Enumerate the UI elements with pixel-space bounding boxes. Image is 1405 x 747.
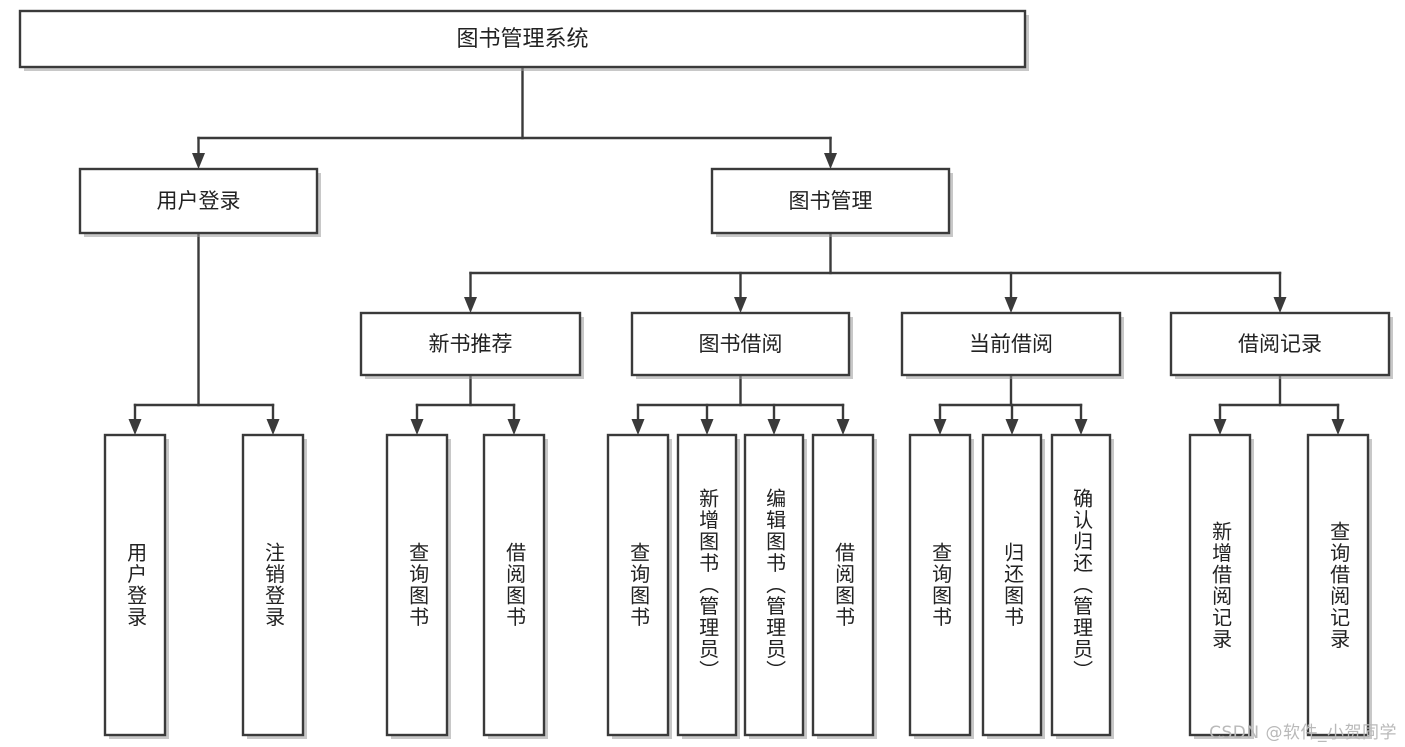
- node-label-user-login: 用户登录: [157, 189, 241, 213]
- node-box-leaf-add-borrow-record[interactable]: [1188, 433, 1252, 737]
- node-label-book-borrow: 图书借阅: [699, 332, 783, 356]
- arrow-head-leaf-query-book-borrow: [631, 419, 645, 435]
- node-box-root[interactable]: [18, 9, 1027, 69]
- arrow-head-book-management: [824, 153, 837, 169]
- node-box-leaf-query-book-borrow[interactable]: [606, 433, 670, 737]
- arrow-head-leaf-borrow-book-recommend: [507, 419, 521, 435]
- arrow-head-leaf-logout-login: [266, 419, 280, 435]
- node-box-leaf-confirm-return-admin[interactable]: [1050, 433, 1112, 737]
- arrow-head-leaf-add-book-admin: [700, 419, 714, 435]
- arrow-head-leaf-user-login: [128, 419, 142, 435]
- node-label-current-borrow: 当前借阅: [969, 332, 1053, 356]
- node-box-leaf-edit-book-admin[interactable]: [743, 433, 805, 737]
- arrow-head-leaf-confirm-return-admin: [1074, 419, 1088, 435]
- node-box-current-borrow[interactable]: [900, 311, 1122, 377]
- arrow-head-leaf-add-borrow-record: [1213, 419, 1227, 435]
- node-box-book-borrow[interactable]: [630, 311, 851, 377]
- node-box-leaf-logout-login[interactable]: [241, 433, 305, 737]
- node-box-leaf-borrow-book-recommend[interactable]: [482, 433, 546, 737]
- node-box-borrow-record[interactable]: [1169, 311, 1391, 377]
- node-label-borrow-record: 借阅记录: [1238, 332, 1322, 356]
- node-box-leaf-query-borrow-record[interactable]: [1306, 433, 1370, 737]
- arrow-head-new-book-recommend: [464, 297, 477, 313]
- node-label-root: 图书管理系统: [456, 27, 588, 52]
- connector-layer: [128, 65, 1345, 435]
- node-box-leaf-borrow-book[interactable]: [811, 433, 875, 737]
- node-box-book-management[interactable]: [710, 167, 951, 235]
- node-label-new-book-recommend: 新书推荐: [429, 332, 513, 356]
- arrow-head-user-login: [192, 153, 205, 169]
- node-box-new-book-recommend[interactable]: [359, 311, 582, 377]
- node-box-leaf-user-login[interactable]: [103, 433, 167, 737]
- arrow-head-book-borrow: [734, 297, 747, 313]
- node-label-book-management: 图书管理: [789, 189, 873, 213]
- arrow-head-borrow-record: [1273, 297, 1287, 313]
- node-box-leaf-return-book[interactable]: [981, 433, 1043, 737]
- arrow-head-leaf-query-book-current: [933, 419, 947, 435]
- node-box-layer: [18, 9, 1393, 739]
- arrow-head-leaf-borrow-book: [836, 419, 850, 435]
- node-box-leaf-query-book-current[interactable]: [908, 433, 972, 737]
- arrow-head-leaf-return-book: [1005, 419, 1019, 435]
- arrow-head-current-borrow: [1004, 297, 1018, 313]
- arrow-head-leaf-query-borrow-record: [1331, 419, 1345, 435]
- csdn-watermark: CSDN @软件_小贺同学: [1209, 723, 1397, 743]
- node-box-user-login[interactable]: [78, 167, 319, 235]
- arrow-head-leaf-edit-book-admin: [767, 419, 781, 435]
- node-box-leaf-add-book-admin[interactable]: [676, 433, 738, 737]
- node-box-leaf-query-book-recommend[interactable]: [385, 433, 449, 737]
- arrow-head-leaf-query-book-recommend: [410, 419, 424, 435]
